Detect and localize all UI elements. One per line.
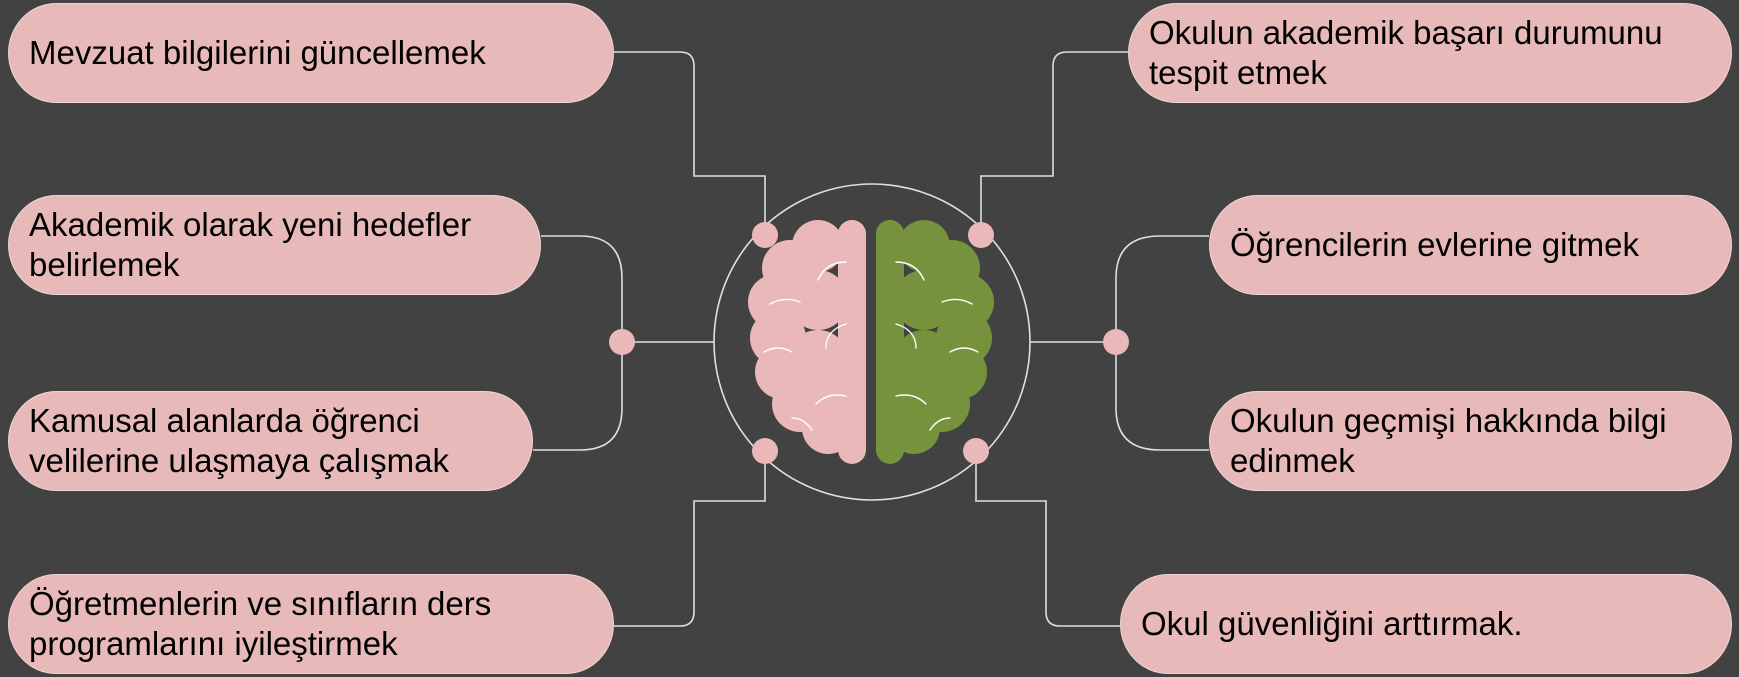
item-text: Akademik olarak yeni hedefler belirlemek: [29, 206, 472, 283]
node-dot: [968, 222, 994, 248]
connector-top-right: [980, 51, 1128, 234]
item-left-4: Öğretmenlerin ve sınıfların ders program…: [8, 574, 614, 674]
node-dot: [752, 222, 778, 248]
item-text: Okulun geçmişi hakkında bilgi edinmek: [1230, 402, 1667, 479]
item-text: Öğretmenlerin ve sınıfların ders program…: [29, 585, 492, 662]
connector-top-left: [614, 51, 766, 234]
brain-right-hemisphere: [876, 220, 994, 464]
node-dot: [609, 329, 635, 355]
connector-bottom-left: [614, 451, 766, 627]
item-right-3: Okulun geçmişi hakkında bilgi edinmek: [1209, 391, 1732, 491]
connector-bottom-right: [975, 451, 1120, 627]
connector-left-bracket: [533, 235, 623, 451]
item-right-2: Öğrencilerin evlerine gitmek: [1209, 195, 1732, 295]
brain-folds: [763, 261, 979, 431]
item-left-2: Akademik olarak yeni hedefler belirlemek: [8, 195, 541, 295]
brain-icon: [748, 220, 994, 464]
node-dot: [963, 438, 989, 464]
brain-left-hemisphere: [748, 220, 866, 464]
item-text: Okulun akademik başarı durumunu tespit e…: [1149, 14, 1663, 91]
item-text: Okul güvenliğini arttırmak.: [1141, 605, 1523, 643]
item-right-1: Okulun akademik başarı durumunu tespit e…: [1128, 3, 1732, 103]
item-left-3: Kamusal alanlarda öğrenci velilerine ula…: [8, 391, 533, 491]
node-dot: [752, 438, 778, 464]
item-left-1: Mevzuat bilgilerini güncellemek: [8, 3, 614, 103]
item-text: Öğrencilerin evlerine gitmek: [1230, 226, 1640, 264]
item-right-4: Okul güvenliğini arttırmak.: [1120, 574, 1732, 674]
node-dot: [1103, 329, 1129, 355]
connector-right-bracket: [1115, 235, 1209, 451]
item-text: Mevzuat bilgilerini güncellemek: [29, 34, 486, 72]
item-text: Kamusal alanlarda öğrenci velilerine ula…: [29, 402, 449, 479]
